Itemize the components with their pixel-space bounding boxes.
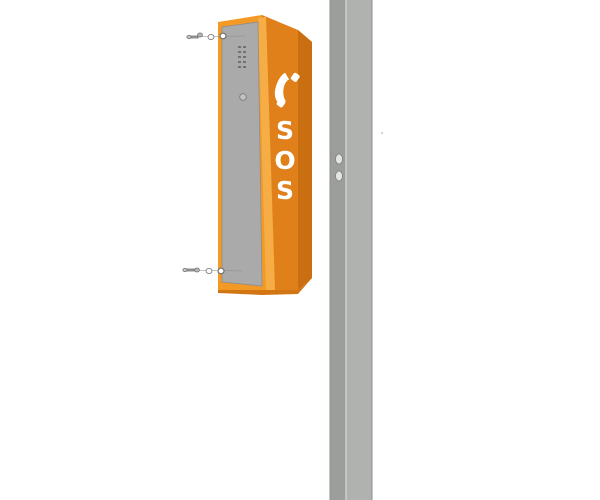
bottom-washer-1 (205, 267, 213, 274)
pole-right-face (346, 0, 372, 500)
mounting-pole (329, 0, 383, 500)
top-nut (197, 32, 203, 38)
bottom-bolt-shaft (186, 268, 195, 272)
bottom-nut (194, 267, 200, 273)
pole-dot (381, 132, 383, 134)
top-bolt-shaft (190, 35, 199, 39)
sos-letter-1: S (276, 116, 294, 145)
front-panel (221, 21, 263, 287)
pole-hole-upper (335, 153, 343, 165)
box-side-bevel (298, 30, 312, 290)
speaker-grille (238, 46, 246, 68)
top-washer-1 (207, 34, 215, 41)
call-button (239, 93, 247, 101)
top-fasteners (185, 32, 246, 41)
bottom-bolt-head (182, 267, 188, 272)
top-bolt-head (186, 35, 192, 40)
bottom-washer-2 (217, 267, 225, 275)
bottom-fasteners (181, 267, 243, 275)
sos-letter-2: O (274, 146, 295, 175)
top-washer-2 (219, 32, 227, 40)
pole-hole-lower (335, 170, 343, 182)
box-frame-stripe (258, 17, 275, 290)
pole-left-face (330, 0, 346, 500)
box-bottom-face (218, 278, 312, 295)
sos-letter-3: S (276, 176, 294, 205)
phone-handset-icon (274, 72, 300, 108)
sos-call-box: S O S (218, 15, 312, 295)
